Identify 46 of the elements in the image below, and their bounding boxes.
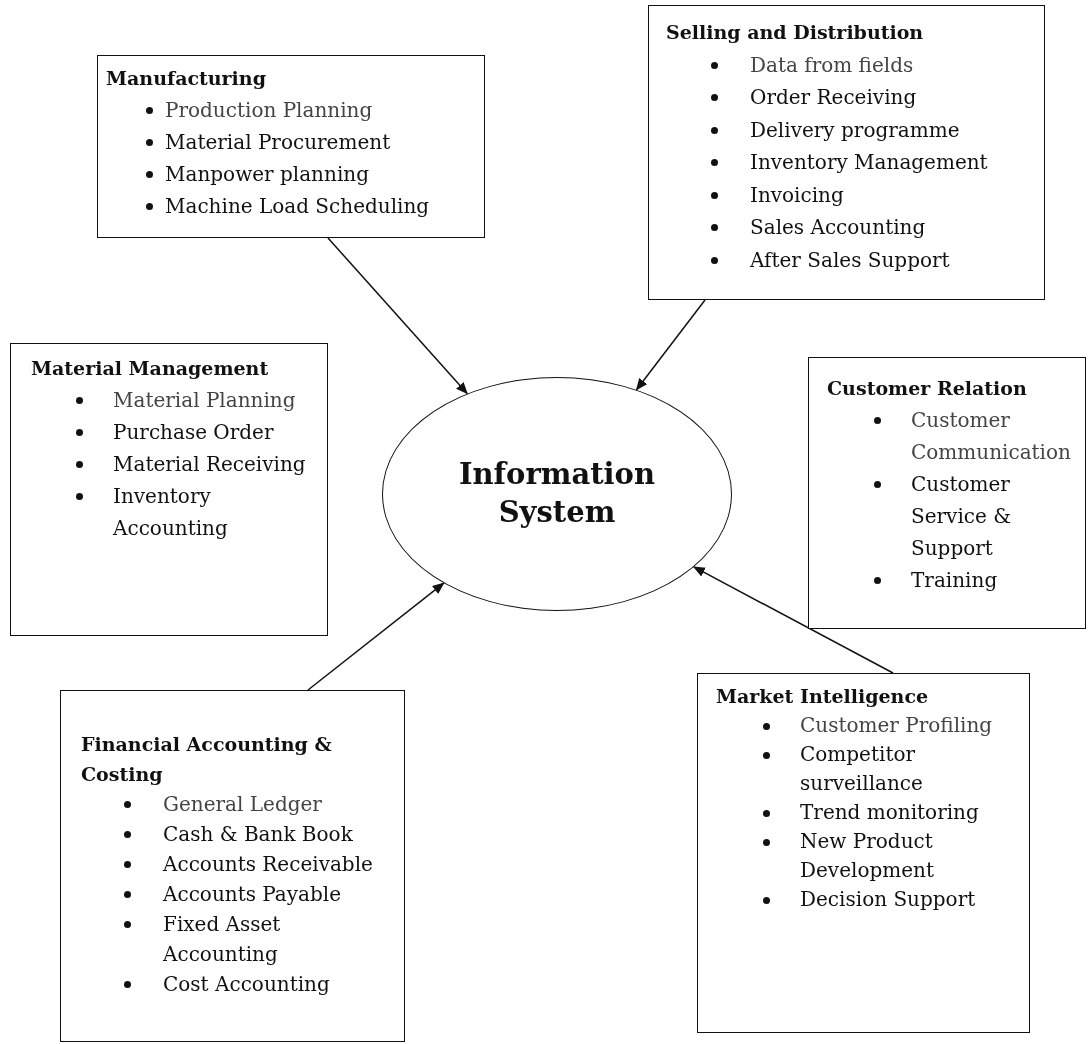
list-item: Order Receiving — [750, 84, 917, 111]
list-item: Machine Load Scheduling — [165, 193, 430, 220]
list-item: Inventory Accounting — [113, 483, 229, 542]
box-heading: Financial Accounting & Costing — [81, 732, 333, 787]
arrow — [327, 237, 468, 395]
list-item: Accounts Payable — [163, 881, 342, 908]
node-title: Information System — [457, 456, 657, 531]
list-item: Customer Service & Support — [911, 471, 1012, 562]
box-heading: Selling and Distribution — [666, 20, 925, 45]
list-item: Cost Accounting — [163, 971, 330, 998]
list-item: General Ledger — [163, 791, 322, 818]
list-item: Production Planning — [165, 97, 373, 124]
list-item: New Product Development — [800, 828, 935, 884]
box-heading: Market Intelligence — [716, 684, 930, 709]
arrow — [307, 582, 445, 691]
process-box — [97, 55, 485, 238]
process-box — [697, 673, 1030, 1033]
list-item: Customer Communication — [911, 407, 1072, 466]
box-heading: Customer Relation — [827, 376, 1028, 401]
box-heading: Material Management — [31, 356, 270, 381]
list-item: Customer Profiling — [800, 712, 993, 739]
process-box — [60, 690, 405, 1042]
list-item: After Sales Support — [750, 246, 950, 274]
list-item: Cash & Bank Book — [163, 821, 353, 848]
list-item: Data from fields — [750, 51, 914, 79]
list-item: Material Receiving — [113, 451, 306, 478]
box-heading: Manufacturing — [106, 66, 267, 91]
list-item: Purchase Order — [113, 419, 274, 446]
process-box — [10, 343, 328, 636]
list-item: Fixed Asset Accounting — [163, 911, 282, 968]
process-box — [808, 357, 1086, 629]
list-item: Decision Support — [800, 886, 976, 913]
list-item: Competitor surveillance — [800, 741, 924, 797]
list-item: Material Planning — [113, 387, 296, 414]
list-item: Delivery programme — [750, 116, 960, 144]
list-item: Manpower planning — [165, 161, 369, 188]
list-item: Material Procurement — [165, 129, 391, 156]
list-item: Inventory Management — [750, 149, 988, 176]
list-item: Training — [911, 567, 998, 594]
process-box — [648, 5, 1045, 300]
list-item: Trend monitoring — [800, 799, 979, 826]
list-item: Accounts Receivable — [163, 851, 373, 878]
arrow — [635, 299, 706, 391]
list-item: Sales Accounting — [750, 214, 926, 241]
arrow — [693, 566, 894, 674]
list-item: Invoicing — [750, 181, 844, 209]
